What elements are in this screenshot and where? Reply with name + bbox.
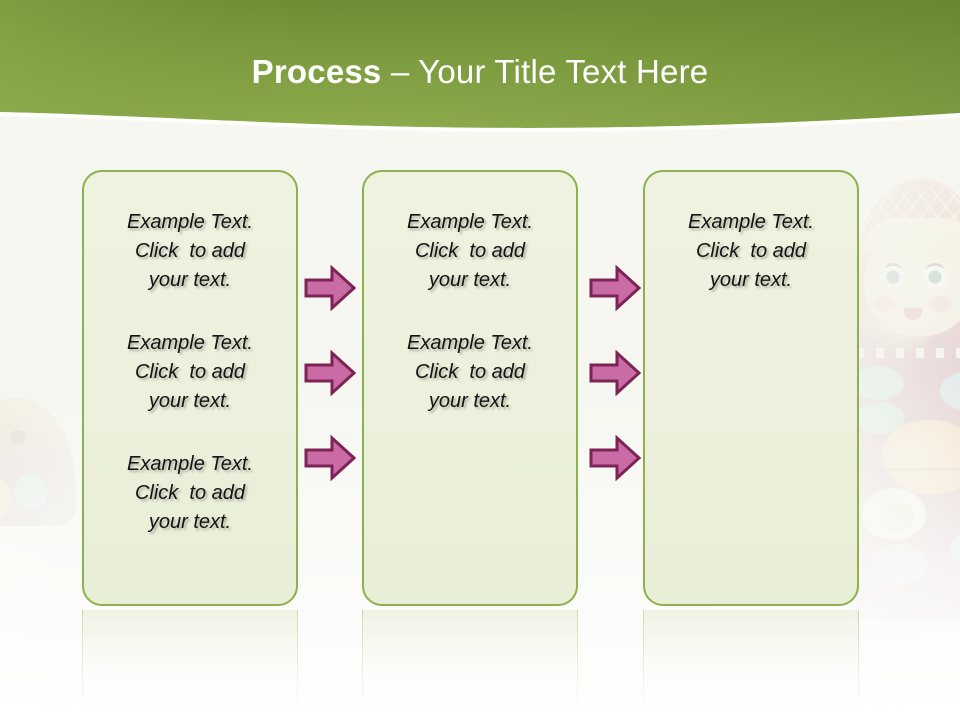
text-line: your text. (148, 511, 232, 533)
right-arrow-icon[interactable] (304, 435, 356, 481)
box-reflection-2 (362, 610, 578, 718)
process-box-3[interactable]: Example Text. Click to add your text. (643, 170, 859, 606)
page-title-rest: – Your Title Text Here (381, 53, 709, 90)
text-line: your text. (709, 269, 793, 291)
right-arrow-icon[interactable] (304, 350, 356, 396)
text-line: your text. (428, 390, 512, 412)
process-box-1[interactable]: Example Text. Click to add your text. Ex… (82, 170, 298, 606)
text-block[interactable]: Example Text. Click to add your text. (92, 329, 288, 416)
process-box-2[interactable]: Example Text. Click to add your text. Ex… (362, 170, 578, 606)
box-reflection-1 (82, 610, 298, 718)
text-line: your text. (428, 269, 512, 291)
text-line: Click to add (695, 240, 807, 262)
text-block[interactable]: Example Text. Click to add your text. (653, 208, 849, 295)
text-block[interactable]: Example Text. Click to add your text. (92, 450, 288, 537)
right-arrow-icon[interactable] (304, 265, 356, 311)
right-arrow-icon[interactable] (589, 435, 641, 481)
text-line: Example Text. (688, 211, 814, 233)
text-line: your text. (148, 269, 232, 291)
text-line: Example Text. (407, 211, 533, 233)
text-block[interactable]: Example Text. Click to add your text. (372, 329, 568, 416)
text-block[interactable]: Example Text. Click to add your text. (92, 208, 288, 295)
text-line: Click to add (134, 361, 246, 383)
text-line: Example Text. (127, 332, 253, 354)
box-reflection-3 (643, 610, 859, 718)
text-line: Click to add (414, 361, 526, 383)
text-block[interactable]: Example Text. Click to add your text. (372, 208, 568, 295)
right-arrow-icon[interactable] (589, 265, 641, 311)
text-line: Click to add (134, 240, 246, 262)
page-title-bold: Process (251, 53, 382, 90)
right-arrow-icon[interactable] (589, 350, 641, 396)
text-line: Example Text. (127, 453, 253, 475)
page-title: Process – Your Title Text Here (0, 52, 960, 92)
text-line: Example Text. (407, 332, 533, 354)
text-line: Click to add (414, 240, 526, 262)
text-line: Example Text. (127, 211, 253, 233)
text-line: your text. (148, 390, 232, 412)
text-line: Click to add (134, 482, 246, 504)
